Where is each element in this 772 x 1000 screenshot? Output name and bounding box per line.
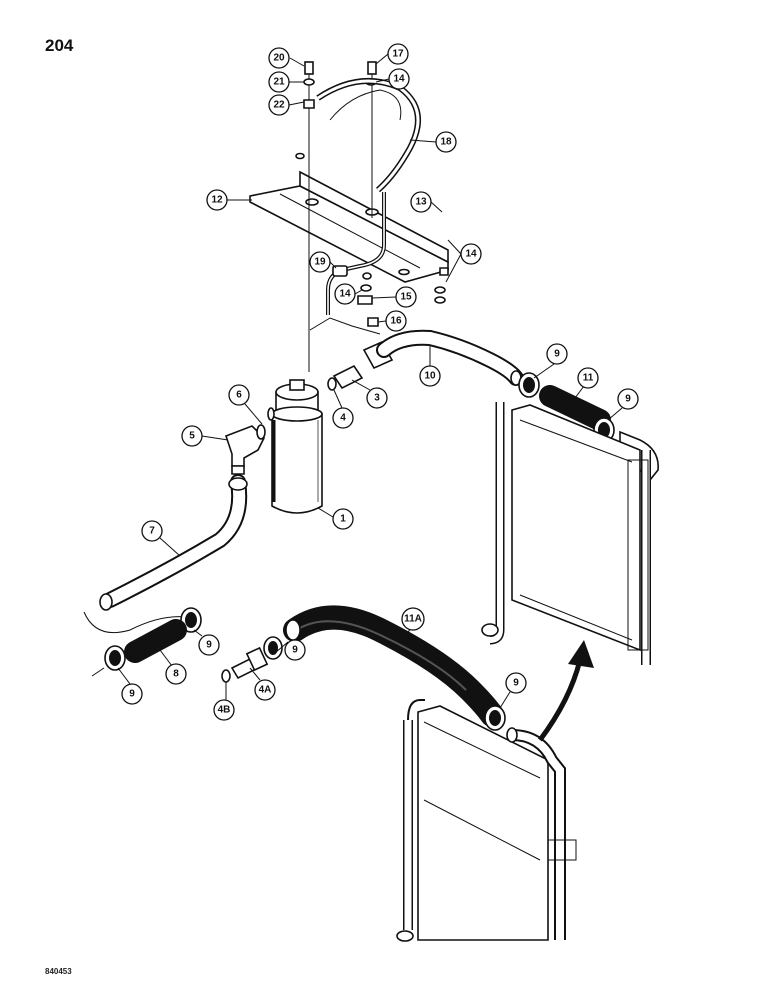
callout-16: 16 bbox=[377, 310, 407, 332]
callout-label: 10 bbox=[424, 371, 436, 382]
callout-label: 1 bbox=[340, 514, 346, 525]
callout-label: 11A bbox=[404, 614, 422, 625]
callout-13: 13 bbox=[410, 191, 443, 213]
callout-22: 22 bbox=[268, 94, 305, 116]
callout-label: 4B bbox=[218, 705, 231, 716]
callout-label: 14 bbox=[465, 249, 477, 260]
callout-label: 14 bbox=[393, 74, 405, 85]
callout-10: 10 bbox=[419, 346, 441, 387]
callout-label: 12 bbox=[211, 195, 223, 206]
callout-label: 15 bbox=[400, 292, 412, 303]
callout-label: 9 bbox=[625, 394, 631, 405]
drawing-code: 840453 bbox=[45, 967, 72, 976]
callout-11a: 11A bbox=[401, 607, 425, 641]
callout-15: 15 bbox=[371, 286, 417, 308]
callout-14: 14 bbox=[375, 68, 410, 90]
callout-label: 6 bbox=[236, 390, 242, 401]
callout-11: 11 bbox=[571, 367, 599, 403]
callout-4: 4 bbox=[332, 389, 354, 429]
callout-4b: 4B bbox=[213, 682, 235, 721]
callout-label: 19 bbox=[314, 257, 326, 268]
tube-10 bbox=[376, 329, 524, 386]
callout-3: 3 bbox=[351, 379, 388, 409]
callout-9-center: 9 bbox=[275, 639, 306, 661]
callout-12: 12 bbox=[206, 189, 252, 211]
vent-line bbox=[316, 77, 421, 315]
callout-9-right: 9 bbox=[607, 388, 639, 421]
callout-5: 5 bbox=[181, 425, 229, 447]
callout-21: 21 bbox=[268, 71, 304, 93]
callout-label: 11 bbox=[583, 373, 594, 384]
callout-label: 17 bbox=[392, 49, 404, 60]
oil-cooler-upper bbox=[481, 402, 651, 665]
page-number: 204 bbox=[45, 36, 74, 55]
callout-label: 13 bbox=[415, 197, 427, 208]
callout-label: 9 bbox=[206, 640, 212, 651]
callout-label: 22 bbox=[273, 100, 285, 111]
callout-label: 9 bbox=[292, 645, 298, 656]
callout-label: 18 bbox=[440, 137, 452, 148]
callout-label: 14 bbox=[339, 289, 351, 300]
callout-label: 16 bbox=[390, 316, 402, 327]
callout-19: 19 bbox=[309, 251, 337, 273]
callout-14-right: 14 bbox=[445, 239, 482, 283]
callout-7: 7 bbox=[141, 520, 181, 557]
elbow-fitting bbox=[224, 407, 275, 475]
oil-filter bbox=[271, 379, 323, 514]
callout-9-mid-left: 9 bbox=[193, 629, 220, 656]
callout-label: 20 bbox=[273, 53, 285, 64]
callout-6: 6 bbox=[228, 384, 263, 425]
callout-label: 4 bbox=[340, 413, 346, 424]
callout-label: 4A bbox=[259, 685, 272, 696]
callouts: 20 17 21 14 22 18 bbox=[117, 43, 639, 721]
callout-17: 17 bbox=[375, 43, 409, 65]
callout-9-left: 9 bbox=[117, 667, 143, 705]
callout-9-top: 9 bbox=[533, 343, 568, 379]
oil-cooler-lower bbox=[396, 699, 577, 942]
hose-7 bbox=[83, 474, 248, 634]
callout-9-bottom-right: 9 bbox=[499, 672, 527, 709]
fitting-4a bbox=[221, 636, 283, 683]
callout-4a: 4A bbox=[249, 667, 276, 701]
callout-label: 9 bbox=[513, 678, 519, 689]
callout-label: 7 bbox=[149, 526, 155, 537]
callout-1: 1 bbox=[317, 507, 354, 530]
callout-label: 8 bbox=[173, 669, 179, 680]
callout-8: 8 bbox=[159, 649, 187, 685]
callout-label: 9 bbox=[129, 689, 135, 700]
mounting-bracket bbox=[249, 170, 449, 283]
callout-18: 18 bbox=[409, 131, 457, 153]
callout-label: 3 bbox=[374, 393, 380, 404]
callout-label: 5 bbox=[189, 431, 195, 442]
hose-11a bbox=[283, 605, 506, 731]
callout-label: 9 bbox=[554, 349, 560, 360]
small-fittings bbox=[309, 265, 446, 335]
curved-arrow-icon bbox=[537, 640, 594, 742]
hose-8-assembly bbox=[91, 607, 202, 677]
callout-20: 20 bbox=[268, 47, 305, 69]
callout-14-middle: 14 bbox=[334, 283, 363, 305]
callout-label: 21 bbox=[273, 77, 285, 88]
